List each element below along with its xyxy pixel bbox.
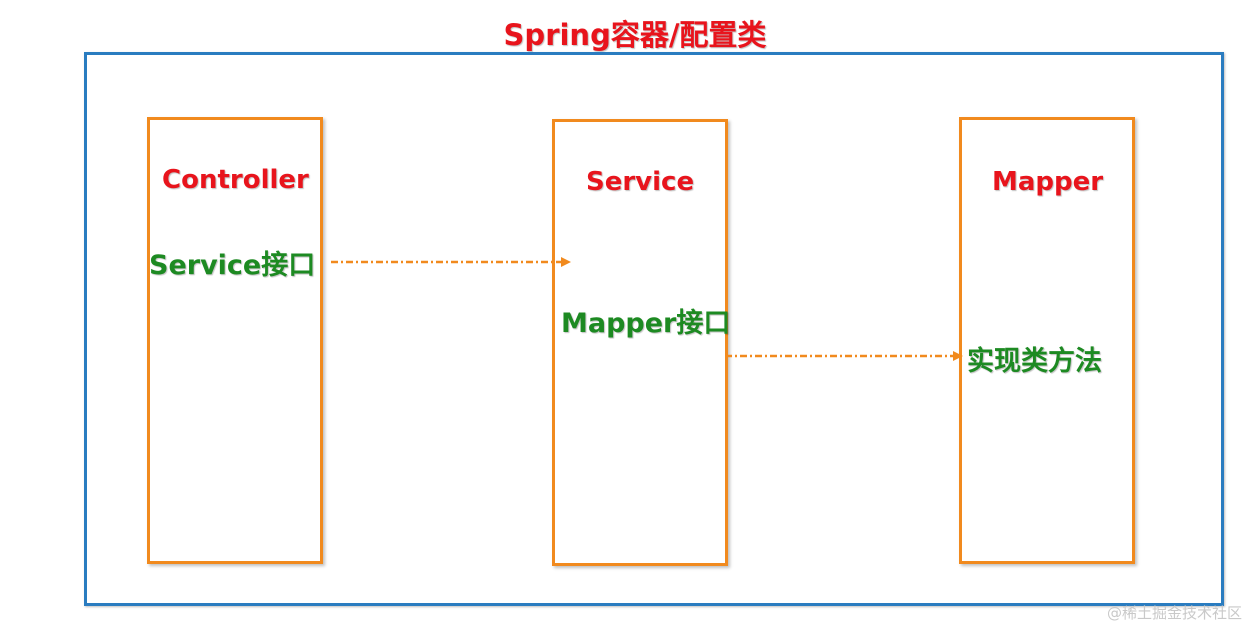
service-box	[552, 119, 728, 566]
diagram-title: Spring容器/配置类	[503, 18, 767, 52]
controller-title: Controller	[162, 165, 309, 195]
spring-container	[84, 52, 1224, 606]
controller-box	[147, 117, 323, 564]
service-title: Service	[586, 167, 695, 197]
mapper-implementation-label: 实现类方法	[967, 346, 1102, 377]
controller-service-interface-label: Service接口	[149, 250, 316, 281]
mapper-title: Mapper	[992, 167, 1104, 197]
watermark-text: @稀土掘金技术社区	[1106, 604, 1242, 622]
mapper-box	[959, 117, 1135, 564]
service-mapper-interface-label: Mapper接口	[561, 308, 731, 339]
